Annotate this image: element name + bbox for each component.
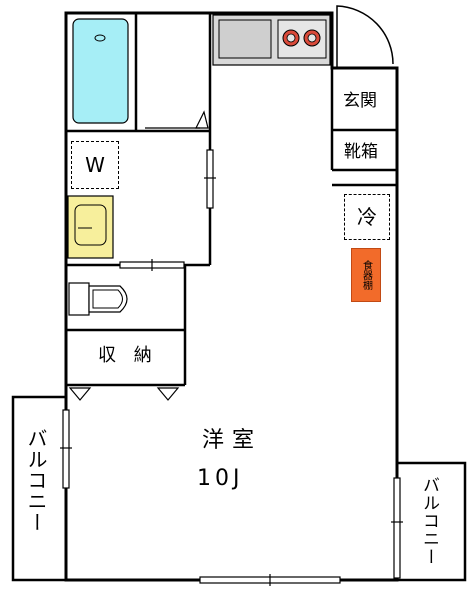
toilet-bowl	[88, 285, 128, 313]
toilet-tank	[68, 282, 90, 316]
kitchen-sink	[218, 19, 272, 59]
entrance-door-swing	[336, 5, 394, 68]
fridge-label: 冷	[357, 205, 377, 229]
washer-space: W	[71, 141, 119, 189]
western-room-label: 洋室	[202, 428, 263, 453]
bathtub-drain	[94, 34, 106, 42]
bathtub	[72, 18, 129, 124]
cupboard-badge: 食器棚	[351, 248, 381, 302]
balcony-left-label: バルコニー	[24, 428, 48, 533]
western-room-size: 10J	[197, 466, 244, 491]
entrance-label: 玄関	[343, 91, 377, 111]
washer-label: W	[85, 153, 105, 177]
balcony-right-area	[395, 461, 467, 582]
storage-label: 収 納	[98, 345, 158, 366]
shoe-box-label: 靴箱	[344, 142, 378, 162]
cupboard-label: 食器棚	[360, 260, 372, 290]
balcony-right-label: バルコニー	[419, 476, 439, 566]
fridge-space: 冷	[344, 194, 390, 240]
balcony-left-area	[11, 395, 68, 582]
